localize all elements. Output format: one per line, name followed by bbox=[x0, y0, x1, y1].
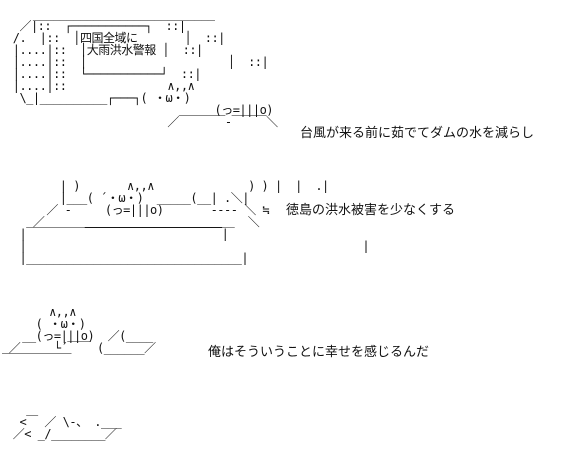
dialogue-caption-2: 徳島の洪水被害を少なくする bbox=[286, 203, 456, 218]
slumped-ascii-art: <￣ ／ \‐、 .___ ／< _/________／ bbox=[12, 415, 122, 441]
dialogue-caption-1: 台風が来る前に茹でてダムの水を減らし bbox=[300, 126, 535, 141]
desk-ascii-art: ∧,,∧ ( ・ω・) __(っ=|||o) ／(____ ／ └´￣￣ (__… bbox=[2, 305, 156, 367]
dam-ascii-art: | ) ∧,,∧ ) ) | | .| |___( ´・ω・) _____(__… bbox=[19, 179, 370, 265]
dialogue-caption-3: 俺はそういうことに幸せを感じるんだ bbox=[208, 345, 430, 360]
tv-ascii-art: ___________________________ ／|:: ┌──────… bbox=[12, 7, 278, 129]
